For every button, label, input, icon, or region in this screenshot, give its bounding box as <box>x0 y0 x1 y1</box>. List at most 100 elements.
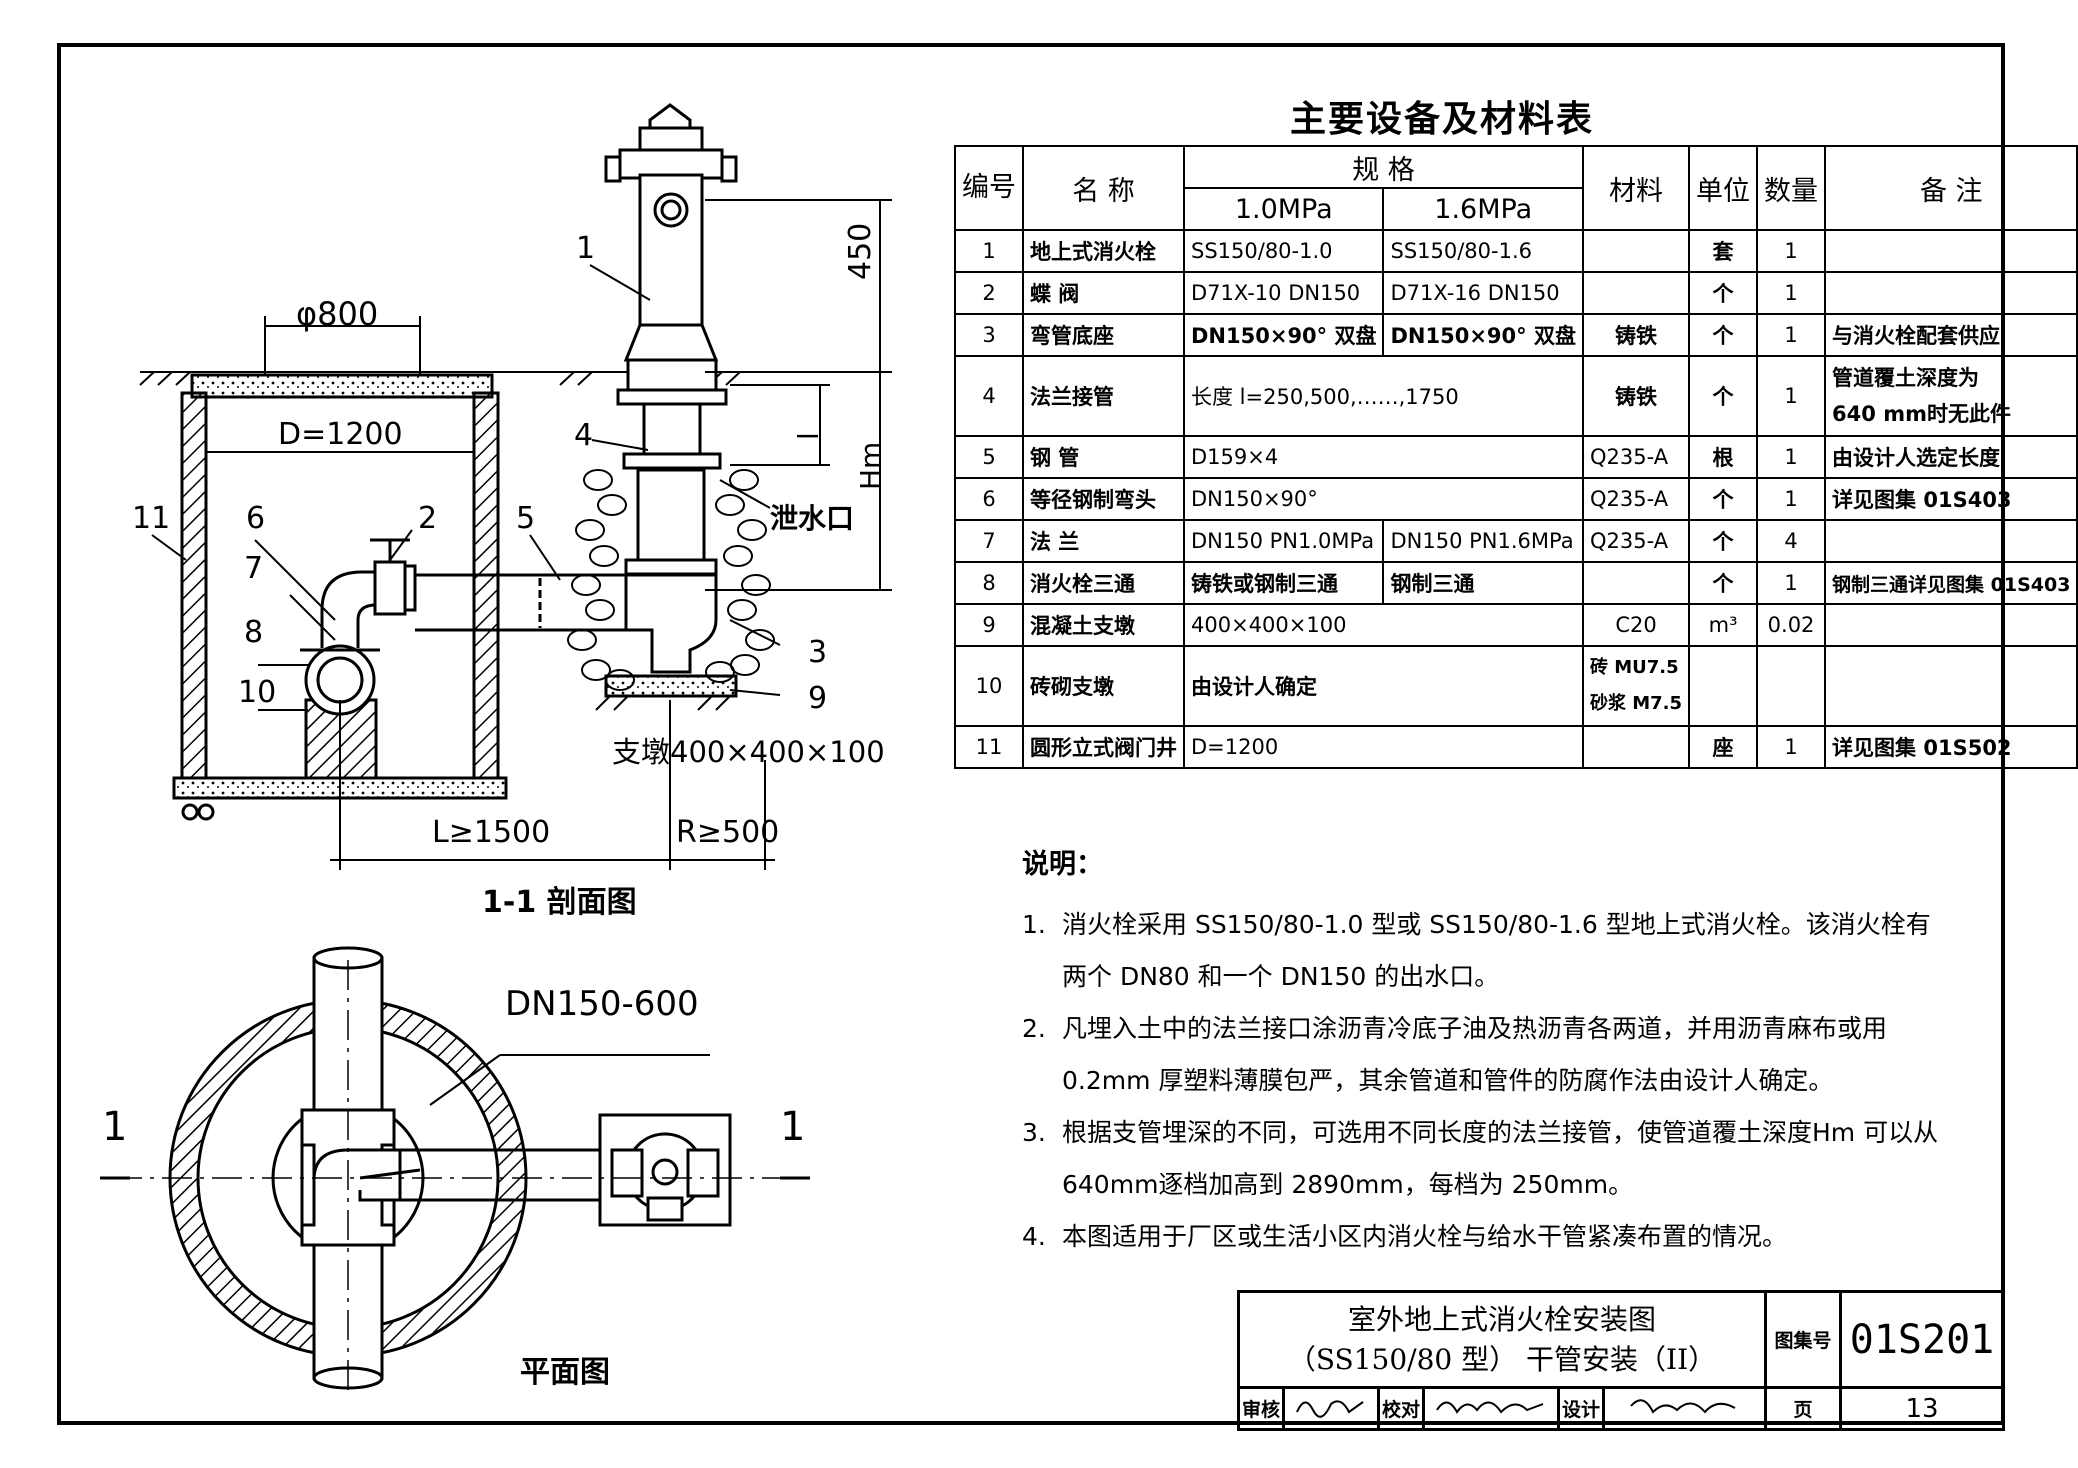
table-row: 11 圆形立式阀门井 D=1200 座 1 详见图集 01S502 <box>954 725 2078 769</box>
row-no: 2 <box>954 271 1024 315</box>
table-subheader-row: 1.0MPa 1.6MPa <box>955 187 2077 231</box>
row-remark: 由设计人选定长度 <box>1824 435 2078 479</box>
atlas-label: 图集号 <box>1764 1290 1842 1389</box>
note-number: 4. <box>1022 1222 1046 1251</box>
row-material <box>1581 561 1691 605</box>
row-name: 钢 管 <box>1022 435 1185 479</box>
note-item: 3. 根据支管埋深的不同，可选用不同长度的法兰接管，使管道覆土深度Hm 可以从6… <box>1022 1107 1952 1211</box>
note-text: 根据支管埋深的不同，可选用不同长度的法兰接管，使管道覆土深度Hm 可以从640m… <box>1062 1118 1939 1199</box>
row-name: 法兰接管 <box>1022 355 1185 437</box>
design-signature-mark <box>1629 1399 1735 1414</box>
fire-hydrant-section <box>567 103 775 711</box>
row-unit: 个 <box>1688 477 1759 521</box>
row-no: 4 <box>954 355 1024 437</box>
row-spec-1: DN150×90° 双盘 <box>1182 313 1385 357</box>
row-name: 弯管底座 <box>1022 313 1185 357</box>
row-qty: 1 <box>1756 313 1827 357</box>
row-material-line2: 砂浆 M7.5 <box>1589 693 1683 714</box>
header-spec: 规 格 <box>1183 145 1584 189</box>
table-header-row: 编号 名 称 规 格 材料 单位 数量 备 注 <box>954 145 2078 231</box>
row-remark <box>1824 603 2078 647</box>
well-diameter-dim: D=1200 <box>278 417 403 452</box>
table-row: 9 混凝土支墩 400×400×100 C20 m³ 0.02 <box>954 603 2078 647</box>
note-number: 3. <box>1022 1118 1046 1147</box>
row-qty: 0.02 <box>1756 603 1827 647</box>
row-spec-1: D159×4 <box>1183 435 1584 479</box>
drawing-title: 室外地上式消火栓安装图 （SS150/80 型） 干管安装（II） <box>1237 1290 1767 1389</box>
callout-2: 2 <box>418 501 437 536</box>
row-unit: 个 <box>1688 271 1759 315</box>
drain-outlet-label: 泄水口 <box>770 502 854 535</box>
table-row: 5 钢 管 D159×4 Q235-A 根 1 由设计人选定长度 <box>954 435 2078 479</box>
row-qty: 1 <box>1756 355 1827 437</box>
row-name: 等径钢制弯头 <box>1022 477 1185 521</box>
callout-8: 8 <box>244 615 263 650</box>
valve-well-section <box>172 373 625 821</box>
materials-table: 编号 名 称 规 格 材料 单位 数量 备 注 1.0MPa 1.6MPa 1 … <box>954 145 2078 769</box>
callout-6: 6 <box>246 501 265 536</box>
note-item: 4. 本图适用于厂区或生活小区内消火栓与给水干管紧凑布置的情况。 <box>1022 1211 1952 1263</box>
row-material-line1: 砖 MU7.5 <box>1589 657 1679 678</box>
row-remark <box>1824 271 2078 315</box>
row-remark: 详见图集 01S502 <box>1824 725 2078 769</box>
cover-depth-dim: Hm <box>854 442 887 490</box>
design-signature <box>1602 1386 1767 1431</box>
table-row: 3 弯管底座 DN150×90° 双盘 DN150×90° 双盘 铸铁 个 1 … <box>954 313 2078 357</box>
note-text: 本图适用于厂区或生活小区内消火栓与给水干管紧凑布置的情况。 <box>1062 1222 1788 1251</box>
page-number: 13 <box>1839 1386 2005 1431</box>
row-no: 1 <box>954 229 1024 273</box>
row-remark: 详见图集 01S403 <box>1824 477 2078 521</box>
check-signature <box>1422 1386 1560 1431</box>
section-mark-right: 1 <box>780 1104 805 1150</box>
callout-7: 7 <box>244 551 263 586</box>
table-row: 10 砖砌支墩 由设计人确定 砖 MU7.5 砂浆 M7.5 <box>954 645 2078 727</box>
row-material: 砖 MU7.5 砂浆 M7.5 <box>1581 645 1691 727</box>
row-remark: 钢制三通详见图集 01S403 <box>1824 561 2078 605</box>
row-unit: 个 <box>1688 561 1759 605</box>
drawing-title-line1: 室外地上式消火栓安装图 <box>1347 1302 1656 1336</box>
check-signature-mark <box>1436 1401 1544 1414</box>
row-spec-1: 由设计人确定 <box>1183 645 1584 727</box>
row-remark: 与消火栓配套供应 <box>1824 313 2078 357</box>
header-material: 材料 <box>1581 145 1691 231</box>
page-label: 页 <box>1764 1386 1842 1431</box>
row-remark: 管道覆土深度为 640 mm时无此件 <box>1824 355 2078 437</box>
header-unit: 单位 <box>1688 145 1759 231</box>
pipe-spec-label: DN150-600 <box>505 984 699 1024</box>
row-material: Q235-A <box>1581 519 1691 563</box>
note-text: 消火栓采用 SS150/80-1.0 型或 SS150/80-1.6 型地上式消… <box>1062 910 1931 991</box>
header-pressure-2: 1.6MPa <box>1382 187 1584 231</box>
note-number: 2. <box>1022 1014 1046 1043</box>
drawing-title-line2: （SS150/80 型） 干管安装（II） <box>1287 1342 1717 1376</box>
callout-5: 5 <box>516 501 535 536</box>
row-name: 混凝土支墩 <box>1022 603 1185 647</box>
flange-length-dim: l <box>792 432 825 440</box>
row-no: 3 <box>954 313 1024 357</box>
row-unit: 个 <box>1688 519 1759 563</box>
support-label: 支墩400×400×100 <box>612 735 885 769</box>
l-distance-dim: L≥1500 <box>432 815 550 850</box>
row-unit: 套 <box>1688 229 1759 273</box>
row-spec-1: DN150 PN1.0MPa <box>1182 519 1385 563</box>
hydrant-height-dim: 450 <box>843 223 878 280</box>
row-material: 铸铁 <box>1581 313 1691 357</box>
check-label: 校对 <box>1377 1386 1425 1431</box>
review-signature <box>1282 1386 1380 1431</box>
section-title: 1-1 剖面图 <box>482 885 637 920</box>
row-qty: 1 <box>1756 725 1827 769</box>
row-remark <box>1824 229 2078 273</box>
note-number: 1. <box>1022 910 1046 939</box>
row-name: 法 兰 <box>1022 519 1185 563</box>
row-no: 8 <box>954 561 1024 605</box>
row-no: 5 <box>954 435 1024 479</box>
table-title: 主要设备及材料表 <box>1290 98 1595 140</box>
row-no: 10 <box>954 645 1024 727</box>
design-label: 设计 <box>1557 1386 1605 1431</box>
row-qty: 1 <box>1756 477 1827 521</box>
row-material <box>1581 725 1691 769</box>
row-remark-line2: 640 mm时无此件 <box>1832 402 2011 426</box>
row-qty: 1 <box>1756 271 1827 315</box>
dimension-lines <box>151 199 892 870</box>
gravel-fill <box>567 469 775 691</box>
